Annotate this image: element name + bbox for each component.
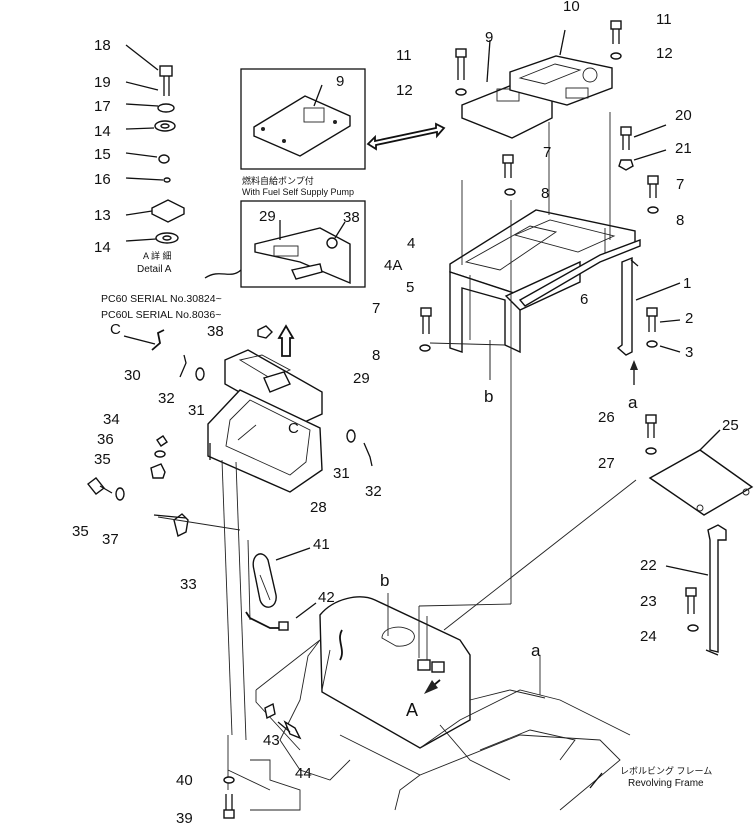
part-label-22: 22 <box>640 557 657 574</box>
fuel-pump-jp: 燃料自給ポンプ付 <box>242 175 314 186</box>
part-label-12: 12 <box>396 82 413 99</box>
part-label-9-2: 9 <box>336 73 344 90</box>
detail-a-jp: A 詳 細 <box>143 250 172 261</box>
part-label-12-2: 12 <box>656 45 673 62</box>
stay-1 <box>616 256 681 385</box>
serial-line-2: PC60L SERIAL No.8036~ <box>101 309 221 321</box>
part-label-4: 4 <box>407 235 415 252</box>
part-label-3: 3 <box>685 344 693 361</box>
detail-a-stack <box>125 44 185 244</box>
part-label-11-2: 11 <box>656 11 672 28</box>
inset-cover-29 <box>240 200 366 288</box>
part-label-7-3: 7 <box>676 176 684 193</box>
part-label-23: 23 <box>640 593 657 610</box>
part-label-33: 33 <box>180 576 197 593</box>
frame-en: Revolving Frame <box>628 778 704 789</box>
part-label-42: 42 <box>318 589 335 606</box>
pointer-b-lower: b <box>380 571 389 590</box>
part-label-31: 31 <box>188 402 205 419</box>
detail-a-en: Detail A <box>137 264 172 275</box>
part-label-29-2: 29 <box>259 208 276 225</box>
part-label-26: 26 <box>598 409 615 426</box>
part-label-4a: 4A <box>384 257 402 274</box>
part-label-18: 18 <box>94 37 111 54</box>
part-label-11: 11 <box>396 47 412 64</box>
part-label-34: 34 <box>103 411 120 428</box>
part-label-14: 14 <box>94 123 111 140</box>
bracket-22 <box>665 524 727 656</box>
revolving-frame <box>157 260 637 811</box>
bolts-right <box>618 124 667 214</box>
part-label-28: 28 <box>310 499 327 516</box>
console-cover <box>455 20 622 139</box>
pointer-c-box: C <box>288 420 299 437</box>
part-label-38-2: 38 <box>343 209 360 226</box>
storage-box <box>207 324 323 741</box>
part-label-27: 27 <box>598 455 615 472</box>
part-label-8-3: 8 <box>676 212 684 229</box>
part-label-20: 20 <box>675 107 692 124</box>
part-label-35-2: 35 <box>72 523 89 540</box>
part-label-7: 7 <box>372 300 380 317</box>
pointer-c-left: C <box>110 321 121 338</box>
bolt-39 <box>223 776 235 819</box>
console-frame <box>429 112 641 380</box>
bolts-left <box>419 154 516 352</box>
serial-callout <box>204 269 242 279</box>
part-label-10: 10 <box>563 0 580 15</box>
pointer-a-upper: a <box>628 393 638 412</box>
part-label-38: 38 <box>207 323 224 340</box>
part-label-7-2: 7 <box>543 144 551 161</box>
part-label-37: 37 <box>102 531 119 548</box>
part-label-6: 6 <box>580 291 588 308</box>
part-label-32: 32 <box>158 390 175 407</box>
part-label-17: 17 <box>94 98 111 115</box>
part-label-21: 21 <box>675 140 692 157</box>
part-label-43: 43 <box>263 732 280 749</box>
part-label-36: 36 <box>97 431 114 448</box>
plate-25 <box>645 414 754 516</box>
part-label-2: 2 <box>685 310 693 327</box>
serial-line-1: PC60 SERIAL No.30824~ <box>101 293 222 305</box>
inset-cover-9 <box>240 68 446 170</box>
part-label-1: 1 <box>683 275 691 292</box>
part-label-41: 41 <box>313 536 330 553</box>
part-label-31-2: 31 <box>333 465 350 482</box>
part-label-8-2: 8 <box>541 185 549 202</box>
part-label-14-2: 14 <box>94 239 111 256</box>
part-label-19: 19 <box>94 74 111 91</box>
part-label-39: 39 <box>176 810 193 826</box>
fuel-pump-en: With Fuel Self Supply Pump <box>242 187 354 197</box>
part-label-32-2: 32 <box>365 483 382 500</box>
part-label-35: 35 <box>94 451 111 468</box>
part-label-8: 8 <box>372 347 380 364</box>
part-label-44: 44 <box>295 765 312 782</box>
pointer-arrow-a: A <box>406 700 418 720</box>
part-label-16: 16 <box>94 171 111 188</box>
part-label-30: 30 <box>124 367 141 384</box>
part-label-25: 25 <box>722 417 739 434</box>
part-label-15: 15 <box>94 146 111 163</box>
part-labels: 12344A5677788899101111121213141415161718… <box>72 0 739 826</box>
part-label-9: 9 <box>485 29 493 46</box>
frame-jp: レボルビング フレーム <box>620 765 712 776</box>
fuel-pump <box>245 547 317 631</box>
part-label-13: 13 <box>94 207 111 224</box>
part-label-29: 29 <box>353 370 370 387</box>
part-label-40: 40 <box>176 772 193 789</box>
part-label-24: 24 <box>640 628 657 645</box>
part-label-5: 5 <box>406 279 414 296</box>
pointer-a-lower: a <box>531 641 541 660</box>
pointer-b-upper: b <box>484 387 493 406</box>
box-hardware <box>87 329 373 538</box>
